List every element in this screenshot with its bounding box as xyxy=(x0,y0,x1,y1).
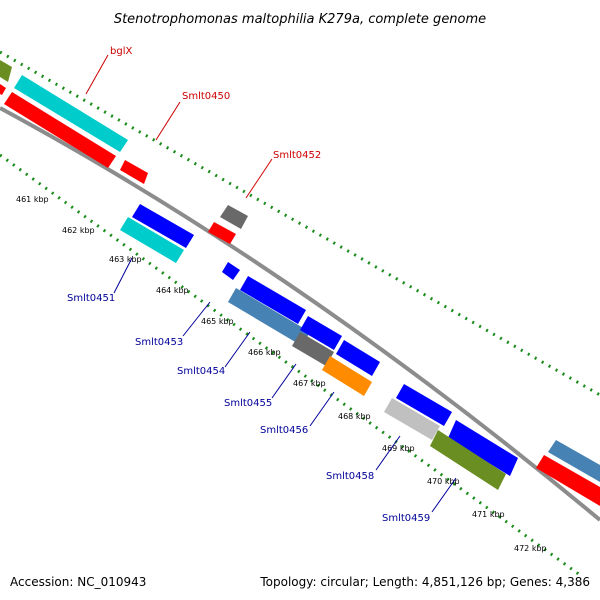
kbp-label: 469 kbp xyxy=(382,444,415,453)
gene-label-smlt0451: Smlt0451 xyxy=(67,293,115,304)
gene-label-smlt0452: Smlt0452 xyxy=(273,150,321,161)
topology-text: Topology: circular; Length: 4,851,126 bp… xyxy=(259,575,590,589)
gene-label-smlt0455: Smlt0455 xyxy=(224,398,272,409)
kbp-label: 470 kbp xyxy=(427,477,460,486)
leader-line xyxy=(224,331,251,368)
kbp-label: 462 kbp xyxy=(62,226,95,235)
gene-red-small-left xyxy=(0,84,6,95)
gene-label-smlt0456: Smlt0456 xyxy=(260,425,308,436)
leader-line xyxy=(309,391,335,427)
kbp-label: 464 kbp xyxy=(156,286,189,295)
gene-cyan-smlt0451 xyxy=(120,217,184,263)
gene-blue-smlt0458a xyxy=(396,384,452,426)
gene-label-bglx: bglX xyxy=(110,46,132,57)
gene-olive-smlt0459 xyxy=(430,430,506,490)
leader-line xyxy=(155,101,181,141)
kbp-label: 463 kbp xyxy=(109,255,142,264)
upper-strand-features xyxy=(0,60,600,506)
kbp-label: 466 kbp xyxy=(248,348,281,357)
gene-red-right xyxy=(536,455,600,506)
leader-line xyxy=(245,158,273,199)
gene-gray-smlt0455 xyxy=(292,332,334,366)
leader-line xyxy=(271,363,297,399)
leader-line xyxy=(375,435,401,471)
gene-label-smlt0459: Smlt0459 xyxy=(382,513,430,524)
gene-blue-smlt0453a xyxy=(222,262,240,280)
kbp-label: 468 kbp xyxy=(338,412,371,421)
leader-line xyxy=(113,257,133,294)
map-title: Stenotrophomonas maltophilia K279a, comp… xyxy=(114,12,486,27)
gene-red-smlt0450 xyxy=(120,160,148,184)
leader-line xyxy=(85,54,109,95)
gene-label-smlt0453: Smlt0453 xyxy=(135,337,183,348)
gene-blue-smlt0456a xyxy=(336,340,380,376)
lower-strand-features xyxy=(120,204,518,490)
gene-gray-smlt0452 xyxy=(220,205,248,229)
gene-red-bglx xyxy=(4,92,116,168)
gene-red-smlt0452 xyxy=(208,222,236,244)
gene-label-smlt0450: Smlt0450 xyxy=(182,91,230,102)
kbp-label: 467 kbp xyxy=(293,379,326,388)
kbp-label: 461 kbp xyxy=(16,195,49,204)
gene-silver-smlt0458 xyxy=(384,398,440,440)
gene-blue-smlt0454b xyxy=(300,316,342,350)
gene-orange-smlt0456 xyxy=(322,356,372,396)
kbp-label: 465 kbp xyxy=(201,317,234,326)
leader-line xyxy=(182,301,211,337)
gene-steelblue-smlt0454 xyxy=(228,288,310,346)
kbp-label: 471 kbp xyxy=(472,510,505,519)
outer-tick-ring xyxy=(0,50,600,397)
gene-label-smlt0458: Smlt0458 xyxy=(326,471,374,482)
accession-text: Accession: NC_010943 xyxy=(10,575,146,589)
gene-label-smlt0454: Smlt0454 xyxy=(177,366,225,377)
leader-line xyxy=(431,477,457,513)
gene-blue-smlt0453 xyxy=(240,276,306,324)
gene-blue-smlt0451a xyxy=(132,204,194,248)
gene-olive-bglx-left xyxy=(0,60,12,82)
gene-steelblue-right xyxy=(548,440,600,482)
kbp-label: 472 kbp xyxy=(514,544,547,553)
gene-blue-smlt0459a xyxy=(448,420,518,476)
genome-backbone xyxy=(0,106,600,522)
gene-cyan-bglx xyxy=(14,75,128,152)
